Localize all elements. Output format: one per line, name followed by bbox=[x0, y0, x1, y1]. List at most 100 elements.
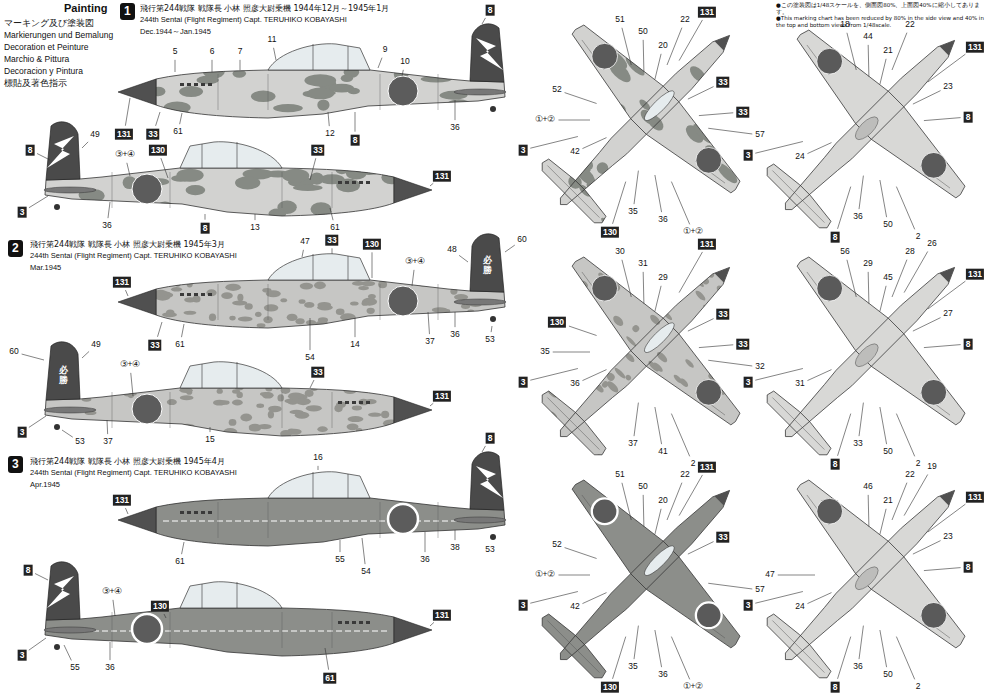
callout-number: 14 bbox=[350, 340, 359, 350]
leader-line bbox=[913, 91, 941, 104]
side-profile-part-part bbox=[171, 287, 182, 292]
side-profile-part bbox=[338, 621, 342, 624]
side-profile-part-part bbox=[249, 424, 261, 430]
side-profile-part bbox=[44, 407, 96, 413]
side-profile-part-part bbox=[166, 309, 175, 316]
leader-line bbox=[328, 112, 329, 126]
leader-line bbox=[330, 208, 333, 220]
leader-line bbox=[505, 245, 515, 252]
bottom-view-part bbox=[852, 563, 882, 593]
leader-line bbox=[859, 403, 863, 437]
side-profile-part-part bbox=[356, 431, 368, 436]
leader-line bbox=[655, 509, 661, 535]
top-view-part-part bbox=[589, 370, 601, 382]
callout-number: 60 bbox=[517, 235, 526, 245]
side-profile-part-part bbox=[348, 416, 364, 422]
side-profile-part bbox=[180, 362, 282, 388]
leader-line bbox=[428, 312, 429, 334]
color-code-box: 131 bbox=[113, 495, 131, 506]
top-view-part-part bbox=[784, 100, 798, 114]
leader-line bbox=[565, 548, 597, 559]
color-code: 33 bbox=[313, 145, 322, 155]
leader-line bbox=[157, 322, 162, 337]
top-view-part-part bbox=[720, 298, 730, 308]
leader-line bbox=[643, 272, 645, 304]
top-view-part-part bbox=[640, 395, 652, 407]
color-code-box: 3 bbox=[744, 600, 753, 611]
top-view-part-part bbox=[554, 289, 566, 301]
color-code-box: 131 bbox=[966, 269, 984, 280]
side-profile-part bbox=[470, 24, 504, 82]
callout-number: 20 bbox=[658, 496, 667, 506]
color-code-box: 131 bbox=[698, 239, 716, 250]
leader-line bbox=[482, 18, 485, 24]
leader-line bbox=[302, 250, 303, 257]
side-profile-part-part bbox=[381, 105, 397, 112]
top-view-part-part bbox=[694, 289, 707, 302]
side-profile-part bbox=[282, 392, 283, 428]
callout-number: 53 bbox=[485, 335, 494, 345]
callout-number: 48 bbox=[447, 245, 456, 255]
side-profile-part-part bbox=[256, 404, 264, 408]
callout-number: 49 bbox=[91, 340, 100, 350]
side-profile-part bbox=[268, 254, 370, 280]
leader-line bbox=[892, 483, 907, 520]
callout-number: ③+④ bbox=[102, 587, 123, 597]
leader-line bbox=[182, 542, 184, 554]
leader-line bbox=[634, 403, 638, 437]
leader-line bbox=[699, 345, 733, 348]
side-profile-part bbox=[332, 612, 333, 648]
leader-line bbox=[378, 58, 382, 68]
scheme-caption: 244th Sentai (Flight Regiment) Capt. TER… bbox=[30, 469, 237, 478]
side-profile-part bbox=[476, 466, 503, 498]
leader-line bbox=[928, 504, 966, 532]
color-code-box: 8 bbox=[486, 433, 495, 444]
top-view-part-part bbox=[651, 379, 665, 393]
top-view-part bbox=[558, 14, 751, 207]
side-profile-part bbox=[180, 511, 184, 514]
color-code-box: 33 bbox=[736, 339, 749, 350]
side-profile-part-part bbox=[382, 168, 395, 179]
language-heading: Decoration et Peinture bbox=[4, 43, 89, 53]
bottom-view-part bbox=[763, 387, 835, 459]
leader-line bbox=[212, 60, 213, 72]
callout-number: 19 bbox=[927, 462, 936, 472]
side-profile-part bbox=[348, 46, 349, 70]
leader-line bbox=[205, 214, 206, 220]
leader-line bbox=[82, 351, 89, 358]
side-profile-part-part bbox=[317, 426, 327, 432]
side-profile-part-part bbox=[314, 282, 326, 290]
side-profile-part-part bbox=[352, 406, 362, 411]
side-profile-part bbox=[180, 582, 282, 608]
color-code: 8 bbox=[833, 232, 838, 242]
color-code: 33 bbox=[718, 77, 727, 87]
color-code-box: 8 bbox=[831, 459, 840, 470]
side-profile-part-part bbox=[451, 283, 466, 289]
leader-line bbox=[64, 645, 71, 660]
language-heading: Decoracion y Pintura bbox=[4, 67, 83, 77]
top-view-part bbox=[641, 87, 677, 123]
color-code-box: 131 bbox=[433, 391, 451, 402]
leader-line bbox=[425, 532, 426, 552]
top-view-part bbox=[538, 387, 610, 459]
side-profile-part bbox=[438, 74, 439, 110]
bottom-view-part bbox=[916, 597, 952, 633]
side-profile-part bbox=[44, 187, 96, 193]
top-view-part-part bbox=[588, 301, 597, 310]
leader-line bbox=[778, 575, 815, 576]
side-profile-part bbox=[202, 144, 203, 168]
color-code: 8 bbox=[833, 459, 838, 469]
side-profile-part bbox=[454, 517, 506, 523]
top-view-part bbox=[553, 260, 738, 445]
top-view-part-part bbox=[577, 291, 587, 301]
top-view-part-part bbox=[666, 240, 677, 251]
side-profile-part-part bbox=[384, 315, 399, 319]
top-view-part-part bbox=[556, 337, 565, 346]
top-view-part bbox=[586, 38, 622, 74]
side-profile-part-part bbox=[196, 76, 218, 85]
leader-line bbox=[868, 495, 870, 527]
leader-line bbox=[838, 187, 851, 229]
bottom-view-part bbox=[778, 260, 963, 445]
top-view-part-part bbox=[764, 357, 777, 370]
leader-line bbox=[679, 252, 702, 293]
